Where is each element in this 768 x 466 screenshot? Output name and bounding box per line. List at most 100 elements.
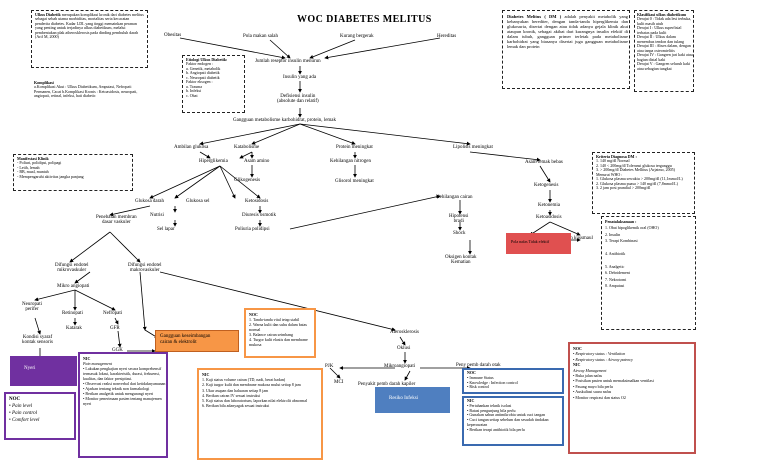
node-aterosklerosis: Aterosklerosis [390, 330, 419, 335]
komplikasi-heading: Komplikasi [34, 80, 54, 85]
node-neuropati: Neuropati perifer [22, 302, 42, 313]
kriteria-item: 3. 2 jam post prandial > 200mg/dl [596, 185, 651, 191]
nic-red-subheading: Airway Management [573, 367, 607, 373]
node-mci: MCI [334, 380, 344, 385]
definition-heading: Ulkus Diabetik [35, 12, 61, 17]
manifestasi-item: Mempengaruhi aktivitas jangka panjang [19, 173, 84, 179]
nic-left-item: Monitor penerimaan pasien tentang manaje… [83, 396, 162, 406]
penatalaksanaan-item: 3. Terapi Kombinasi [605, 238, 638, 244]
noc-red-item: Respiratory status : Ventilation [575, 351, 626, 357]
klasifikasi-item: Derajat 0 : Tidak ada lesi terbuka, kuli… [637, 16, 692, 26]
etiologi-item: a. Trauma [186, 83, 202, 89]
nic-blue-item: Berikan terapi antibiotik bila perlu [469, 426, 525, 432]
node-gangguan-metabolisme: Gangguan metabolisme karbohidrat, protei… [233, 118, 337, 123]
etiologi-item: a. Genetik, metabolik [186, 65, 221, 71]
manifestasi-item: BB, mual, muntah [19, 169, 49, 175]
node-mikroangiopati: Mikroangiopati [384, 364, 416, 369]
nic-mid-item: Berikan cairan IV sesuai instruksi [206, 392, 261, 398]
node-katarak: Katarak [66, 326, 82, 331]
node-glukosa-darah: Glukosa darah [135, 199, 165, 204]
penatalaksanaan-item: 6. Debridement [605, 270, 630, 276]
node-protein-meningkat: Protein meningkat [336, 145, 373, 150]
nic-left-item: Lakukan pengkajian nyeri secara komprehe… [83, 366, 162, 381]
etiologi-item: c. Neuropati diabetik [186, 74, 220, 80]
penatalaksanaan-heading: Penatalaksanaan : [605, 219, 637, 224]
node-difungsi-mikro: Difungsi endotel mikrovaskuler [55, 263, 89, 274]
cause-hereditas: Hereditas [437, 34, 457, 39]
penatalaksanaan-item: 8. Amputasi [605, 282, 625, 288]
etiologi-item: b. Infeksi [186, 88, 202, 94]
node-peny-otak: Peny pemb darah otak [456, 363, 501, 368]
nic-blue-item: Batasi pengunjung bila perlu [469, 407, 516, 413]
noc-left-box: NOC • Pain level • Pain control • Comfor… [4, 392, 76, 440]
gangguan-label: Gangguan keseimbangan cairan & elektroli… [160, 334, 211, 345]
manifestasi-heading: Manifestasi Klinik [17, 156, 49, 161]
nic-blue-box: NIC • Pertahankan teknik isolasi • Batas… [462, 396, 564, 446]
noc-nic-red-box: NOC • Respiratory status : Ventilation •… [568, 342, 696, 454]
node-defisiensi: Defisiensi insulin (absolute dan relatif… [277, 94, 319, 105]
node-diuresis: Diuresis osmotik [242, 213, 277, 218]
etiologi-heading: Etiologi Ulkus Diabetik: [186, 57, 228, 62]
node-kehilangan-cairan: Kehilangan cairan [436, 195, 473, 200]
penatalaksanaan-item: 1. Obat hipoglikemik oral (OHO) [605, 225, 659, 231]
etiologi-item: Faktor endogen : [186, 61, 214, 67]
node-oksigen: Oksigen kontak Kematian [445, 255, 477, 266]
definition-text: merupakan komplikasi kronik dari diabete… [35, 12, 144, 40]
noc-mid-box: NOC 1. Tanda-tanda vital tetap stabil 2.… [244, 308, 316, 358]
definition-box: Ulkus Diabetik merupakan komplikasi kron… [31, 10, 148, 68]
noc-blue-box: NOC • Immune Status • Knowledge : Infect… [462, 368, 564, 394]
node-gfr: GFR [110, 326, 120, 331]
etiologi-item: c. Obat [186, 92, 198, 98]
pola-nafas-box: Pola nafas Tidak efektif [506, 233, 571, 254]
noc-left-item: Pain level [12, 404, 33, 409]
node-kehilangan-nitrogen: Kehilangan nitrogen [330, 159, 371, 164]
manifestasi-box: Manifestasi Klinik - Poliuri, polidipsi,… [13, 154, 133, 191]
node-penyakit-pembuluh: Penyakit pemb darah kapiler [358, 382, 416, 387]
node-retinopati: Retinopati [62, 311, 83, 316]
node-sel-lapar: Sel lapar [157, 227, 175, 232]
gangguan-box: Gangguan keseimbangan cairan & elektroli… [155, 330, 239, 352]
node-ketoasidosis: Ketoasidosis [536, 215, 562, 220]
noc-blue-item: Risk control [469, 384, 490, 390]
node-lipolisis: Lipolisis meningkat [453, 145, 493, 150]
kriteria-item: 1. 140 mg/dl Normal [596, 158, 630, 164]
nic-mid-item: Kaji status volume cairan (TD, nadi, ber… [206, 377, 286, 383]
nic-blue-heading: NIC [467, 398, 475, 403]
noc-red-heading: NOC [573, 346, 582, 351]
node-hipotensi: Hipotensi bradi [449, 214, 469, 225]
nic-mid-item: Kaji status dan laboratorium, laporkan n… [206, 397, 308, 403]
cause-pola-makan: Pola makan salah [243, 34, 278, 39]
node-penebalan: Penebalan membran dasar vaskuler [96, 215, 137, 226]
noc-blue-item: Knowledge : Infection control [469, 379, 518, 385]
noc-mid-item: Warna kulit dan suhu dalam batas normal [249, 322, 307, 332]
resiko-infeksi-box: Resiko Infeksi [375, 387, 450, 413]
nic-left-heading: NIC [83, 356, 91, 361]
dm-definition-box: Diabetes Melitus ( DM ) adalah penyakit … [502, 10, 630, 89]
noc-mid-heading: NOC [249, 312, 258, 317]
klasifikasi-item: Derajat I : Ulkus superfisial terbatas p… [637, 25, 682, 35]
node-glisorol: Glisorol meningkat [335, 179, 374, 184]
pola-nafas-label: Pola nafas Tidak efektif [511, 239, 550, 244]
node-pernapasan: Pernapasan kussmaul [550, 236, 593, 241]
node-katabolisme: Katabolisme [234, 145, 260, 150]
noc-left-item: Pain control [12, 411, 37, 416]
noc-mid-item: Balance cairan seimbang [253, 332, 293, 337]
manifestasi-item: Poliuri, polidipsi, polipagi [19, 160, 62, 166]
klasifikasi-item: Derajat III : Abses dalam, dengan atau t… [637, 43, 691, 53]
node-shock: Shock [453, 231, 466, 236]
node-pjk: PJK [325, 364, 334, 369]
etiologi-item: b. Angiopati diabetik [186, 70, 220, 76]
etiologi-item: Faktor eksogen : [186, 79, 213, 85]
penatalaksanaan-item: 4. Antibiotik [605, 250, 626, 256]
nic-red-item: Pasang mayo bila perlu [575, 383, 613, 389]
noc-red-item: Respiratory status : Airway patency [575, 356, 633, 362]
nic-blue-item: Gunakan sabun antimikrobia untuk cuci ta… [469, 412, 546, 418]
node-nutrisi: Nutrisi [150, 213, 164, 218]
node-ketogenesis: Ketogenesis [534, 183, 559, 188]
klasifikasi-item: Derajat IV : Gangren jari kaki atau bagi… [637, 52, 693, 62]
node-oklusi: Oklusi [397, 346, 411, 351]
node-ggk: GGK [112, 348, 123, 353]
node-difungsi-makro: Difungsi endotel makrovaskuler [128, 263, 162, 274]
